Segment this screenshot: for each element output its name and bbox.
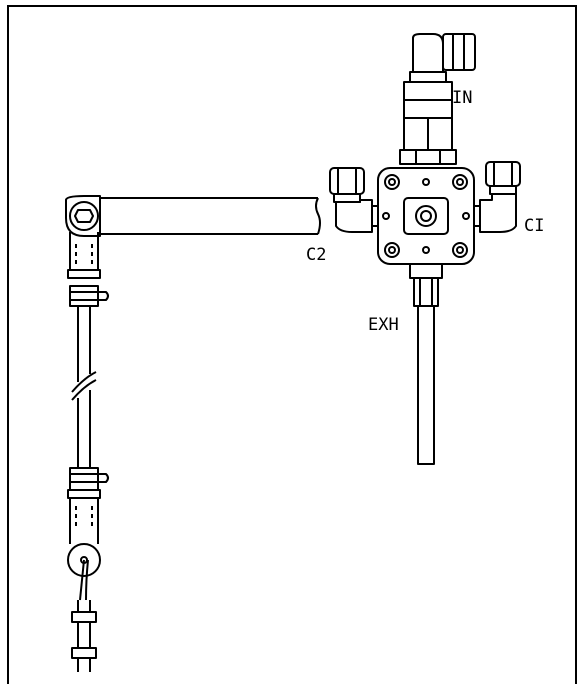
bottom-stud	[71, 600, 97, 672]
c2-tube	[100, 197, 321, 235]
valve-body	[372, 167, 480, 265]
c1-fitting	[479, 161, 521, 233]
lower-rod-end	[67, 467, 109, 601]
in-fitting	[399, 33, 476, 165]
label-in: IN	[452, 88, 472, 108]
vertical-rod	[71, 306, 97, 468]
c2-fitting	[329, 167, 373, 233]
label-exh: EXH	[368, 315, 399, 335]
label-c2: C2	[306, 245, 326, 265]
border	[7, 5, 577, 684]
label-c1: CI	[524, 216, 544, 236]
exhaust-fitting	[409, 263, 443, 465]
upper-rod-end	[65, 195, 109, 307]
